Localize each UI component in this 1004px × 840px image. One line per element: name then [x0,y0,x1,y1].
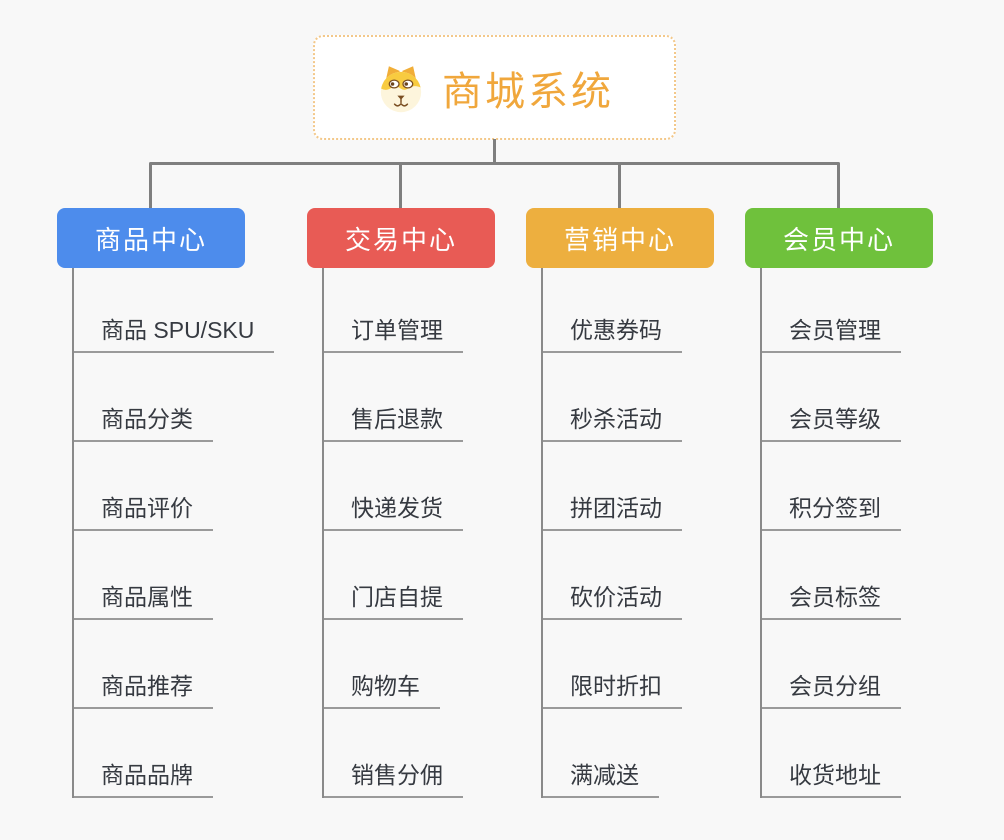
leaf-node-label: 商品品牌 [74,756,213,798]
root-node-mall-system[interactable]: 商城系统 [313,35,676,140]
connector-drop-branch-2 [399,164,402,209]
leaf-node[interactable]: 会员分组 [762,620,1004,709]
leaf-node[interactable]: 商品评价 [74,442,317,531]
leaf-node-label: 优惠券码 [543,311,682,353]
leaf-node[interactable]: 会员标签 [762,531,1004,620]
leaf-node[interactable]: 砍价活动 [543,531,786,620]
leaf-node[interactable]: 秒杀活动 [543,353,786,442]
leaf-node-label: 订单管理 [324,311,463,353]
leaf-node-label: 会员等级 [762,400,901,442]
leaf-node-label: 商品评价 [74,489,213,531]
branch-column-trade-center: 交易中心 订单管理 售后退款 快递发货 门店自提 购物车 销售分佣 [307,208,567,798]
leaf-node[interactable]: 订单管理 [324,268,567,353]
leaf-node-label: 积分签到 [762,489,901,531]
leaf-node[interactable]: 满减送 [543,709,786,798]
leaf-node-label: 快递发货 [324,489,463,531]
branch-node-marketing-center[interactable]: 营销中心 [526,208,714,268]
branch-node-member-center[interactable]: 会员中心 [745,208,933,268]
branch-trunk-line: 会员管理 会员等级 积分签到 会员标签 会员分组 收货地址 [760,268,1004,798]
leaf-node[interactable]: 购物车 [324,620,567,709]
connector-drop-branch-1 [149,164,152,209]
leaf-node-label: 拼团活动 [543,489,682,531]
leaf-node-label: 商品分类 [74,400,213,442]
leaf-node-label: 门店自提 [324,578,463,620]
leaf-node-label: 满减送 [543,756,659,798]
connector-root-stem [493,139,496,164]
leaf-node-label: 销售分佣 [324,756,463,798]
leaf-node-label: 商品推荐 [74,667,213,709]
connector-horizontal-bus [149,162,840,165]
root-node-title: 商城系统 [442,69,614,114]
branch-node-product-center[interactable]: 商品中心 [57,208,245,268]
leaf-node-label: 砍价活动 [543,578,682,620]
leaf-node-label: 会员标签 [762,578,901,620]
branch-trunk-line: 优惠券码 秒杀活动 拼团活动 砍价活动 限时折扣 满减送 [541,268,786,798]
branch-node-label: 商品中心 [94,224,207,255]
branch-column-member-center: 会员中心 会员管理 会员等级 积分签到 会员标签 会员分组 收货地址 [745,208,1004,798]
connector-drop-branch-4 [837,164,840,209]
leaf-node[interactable]: 优惠券码 [543,268,786,353]
leaf-node[interactable]: 商品推荐 [74,620,317,709]
leaf-node[interactable]: 门店自提 [324,531,567,620]
branch-trunk-line: 订单管理 售后退款 快递发货 门店自提 购物车 销售分佣 [322,268,567,798]
leaf-node-label: 商品属性 [74,578,213,620]
leaf-node[interactable]: 积分签到 [762,442,1004,531]
connector-drop-branch-3 [618,164,621,209]
branch-node-label: 会员中心 [782,224,895,255]
leaf-node[interactable]: 收货地址 [762,709,1004,798]
leaf-node[interactable]: 拼团活动 [543,442,786,531]
leaf-node-label: 会员管理 [762,311,901,353]
branch-node-trade-center[interactable]: 交易中心 [307,208,495,268]
leaf-node[interactable]: 商品属性 [74,531,317,620]
branch-column-marketing-center: 营销中心 优惠券码 秒杀活动 拼团活动 砍价活动 限时折扣 满减送 [526,208,786,798]
leaf-node[interactable]: 快递发货 [324,442,567,531]
leaf-node-label: 商品 SPU/SKU [74,311,275,353]
leaf-node-label: 售后退款 [324,400,463,442]
leaf-node[interactable]: 商品品牌 [74,709,317,798]
leaf-node-label: 秒杀活动 [543,400,682,442]
branch-trunk-line: 商品 SPU/SKU 商品分类 商品评价 商品属性 商品推荐 商品品牌 [72,268,317,798]
leaf-node[interactable]: 销售分佣 [324,709,567,798]
leaf-node-label: 收货地址 [762,756,901,798]
leaf-node-label: 会员分组 [762,667,901,709]
leaf-node[interactable]: 商品 SPU/SKU [74,268,317,353]
branch-node-label: 营销中心 [563,224,676,255]
leaf-node[interactable]: 会员等级 [762,353,1004,442]
leaf-node[interactable]: 限时折扣 [543,620,786,709]
leaf-node-label: 购物车 [324,667,440,709]
leaf-node[interactable]: 售后退款 [324,353,567,442]
branch-node-label: 交易中心 [344,224,457,255]
leaf-node-label: 限时折扣 [543,667,682,709]
shiba-dog-icon [375,63,427,113]
leaf-node[interactable]: 会员管理 [762,268,1004,353]
leaf-node[interactable]: 商品分类 [74,353,317,442]
branch-column-product-center: 商品中心 商品 SPU/SKU 商品分类 商品评价 商品属性 商品推荐 商品品牌 [57,208,317,798]
